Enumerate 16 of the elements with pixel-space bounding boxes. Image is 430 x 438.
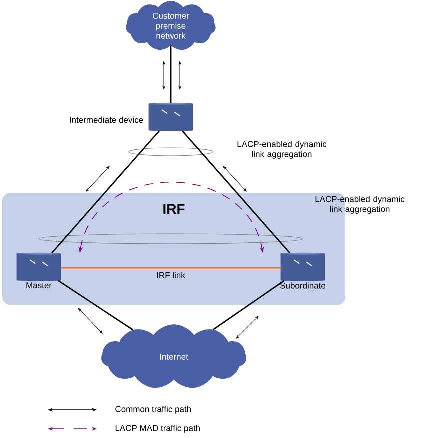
cloud: Internet <box>102 324 246 388</box>
device-label: Intermediate device <box>70 116 144 124</box>
annotation: LACP-enabled dynamic link aggregation <box>316 196 405 214</box>
link-line <box>58 280 134 331</box>
cloud: Customer premise network <box>126 1 216 50</box>
link-line <box>182 130 290 254</box>
link-line <box>61 267 281 269</box>
device-label: Master <box>26 282 52 289</box>
device-label: Subordinate <box>280 282 326 289</box>
legend-text: Common traffic path <box>116 406 191 414</box>
link-line <box>213 280 285 330</box>
legend-text: LACP MAD traffic path <box>116 425 200 433</box>
link-line <box>170 46 172 103</box>
annotation: LACP-enabled dynamic link aggregation <box>238 141 327 159</box>
link-line <box>52 130 160 254</box>
edge-label: IRF link <box>156 271 186 280</box>
